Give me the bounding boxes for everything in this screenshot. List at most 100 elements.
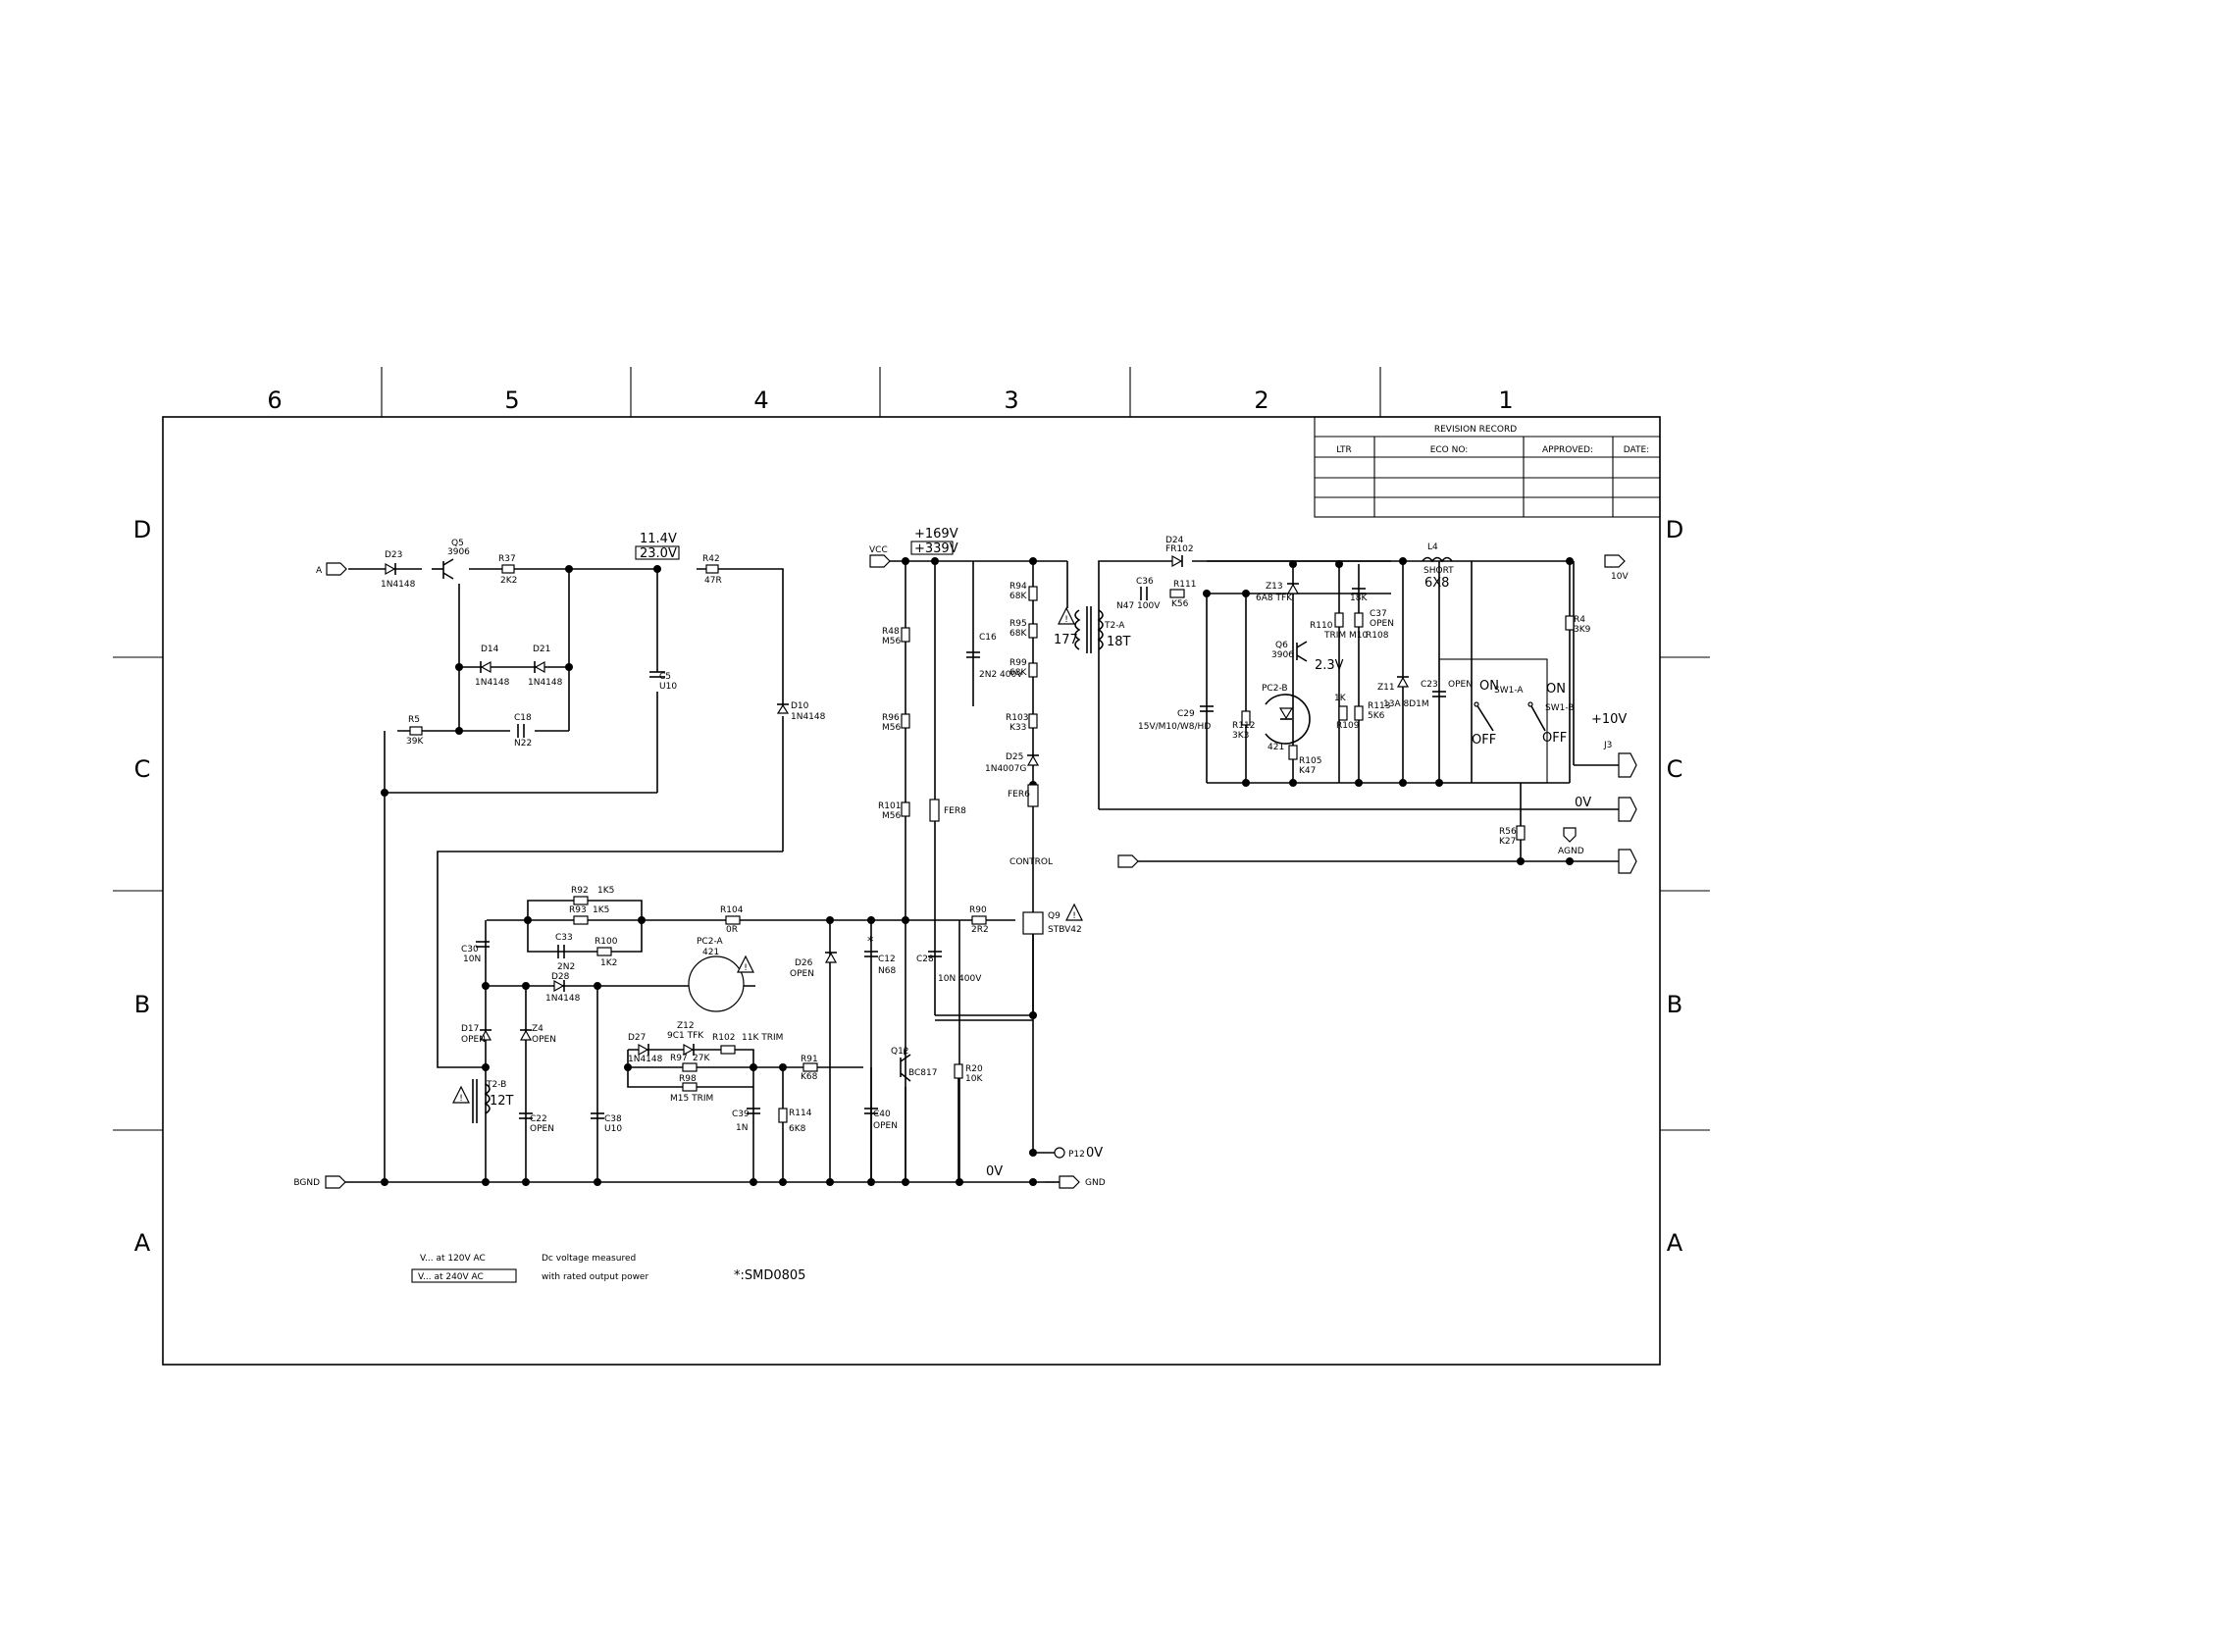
label-r108: R108 xyxy=(1366,631,1389,641)
label-pc2av: 421 xyxy=(702,948,719,957)
d28-body xyxy=(553,979,565,993)
voltage-339: +339V xyxy=(914,542,958,556)
zone-col-6: 6 xyxy=(267,387,282,414)
r94-body xyxy=(1028,586,1038,601)
revision-header-date: DATE: xyxy=(1624,445,1649,455)
label-c16: C16 xyxy=(979,633,997,643)
warning-icon xyxy=(737,955,754,973)
label-r101: R101 xyxy=(878,801,901,811)
label-r20v: 10K xyxy=(965,1074,983,1084)
label-r92v: 1K5 xyxy=(597,886,614,896)
r91-body xyxy=(802,1062,818,1072)
d14-body xyxy=(480,660,492,674)
r110-body xyxy=(1334,612,1344,628)
r100-body xyxy=(596,947,612,956)
label-on: ON xyxy=(1546,682,1566,697)
d10-body xyxy=(776,703,790,714)
r97-body xyxy=(682,1062,698,1072)
revision-title: REVISION RECORD xyxy=(1434,425,1517,435)
label-r110v: TRIM M10 xyxy=(1323,631,1369,641)
r108-body xyxy=(1354,612,1364,628)
label-z12: Z12 xyxy=(677,1021,695,1031)
c33-body xyxy=(557,945,565,958)
label-c33: C33 xyxy=(555,933,573,943)
label-r111v: K56 xyxy=(1171,599,1189,609)
label-r104v: 0R xyxy=(726,925,738,935)
port-a: A xyxy=(316,566,323,576)
zone-row-ticks xyxy=(113,656,1710,1131)
port-p12-symbol xyxy=(1054,1147,1065,1159)
label-d17: D17 xyxy=(461,1024,479,1034)
label-r90: R90 xyxy=(969,905,987,915)
port-j3: J3 xyxy=(1603,741,1612,750)
port-agnd: AGND xyxy=(1558,847,1584,856)
label-r102: R102 xyxy=(712,1033,735,1043)
label-l4s: 6X8 xyxy=(1424,576,1449,591)
label-c36v: N47 100V xyxy=(1116,601,1161,611)
label-c40v: OPEN xyxy=(873,1121,898,1131)
voltage-169: +169V xyxy=(914,527,958,542)
label-r96: R96 xyxy=(882,713,900,723)
port-j3-pin1 xyxy=(1618,752,1637,778)
voltage-11-4: 11.4V xyxy=(640,532,677,546)
capacitors xyxy=(476,587,1446,1119)
label-c40: C40 xyxy=(873,1110,891,1119)
label-off: OFF xyxy=(1542,731,1567,746)
c40-body xyxy=(864,1108,878,1114)
label-z13v: 6A8 TFK xyxy=(1256,594,1293,603)
label-sw1b: SW1-B xyxy=(1545,703,1574,713)
z13-body xyxy=(1286,583,1300,594)
sw1b-blade xyxy=(1529,703,1546,732)
revision-header-approved: APPROVED: xyxy=(1542,445,1593,455)
c29-body xyxy=(1200,705,1214,712)
note-box-240v xyxy=(411,1268,517,1283)
z12-body xyxy=(683,1043,695,1057)
label-r94v: 68K xyxy=(1009,592,1027,601)
label-r37v: 2K2 xyxy=(500,576,517,586)
revision-table: REVISION RECORD LTR ECO NO: APPROVED: DA… xyxy=(1314,416,1661,518)
r48-body xyxy=(901,627,910,643)
label-r103v: K33 xyxy=(1009,723,1026,733)
port-p12: P12 xyxy=(1068,1150,1085,1160)
r111-body xyxy=(1169,589,1185,598)
label-c23v: OPEN xyxy=(1448,680,1473,690)
label-c30: C30 xyxy=(461,945,479,955)
label-r109: R109 xyxy=(1336,721,1360,731)
label-d23v: 1N4148 xyxy=(381,580,416,590)
zone-row-a-left: A xyxy=(134,1229,151,1257)
z11-body xyxy=(1396,676,1410,688)
label-r100v: 1K2 xyxy=(600,958,617,968)
t2b-body xyxy=(484,1083,491,1114)
label-q9: Q9 xyxy=(1048,911,1061,921)
label-r100: R100 xyxy=(595,937,618,947)
r95-body xyxy=(1028,623,1038,639)
warning-icon xyxy=(1065,903,1083,921)
label-c36: C36 xyxy=(1136,577,1154,587)
t2a-secondary xyxy=(1097,609,1104,650)
label-z11v: 13A 8D1M xyxy=(1383,699,1429,709)
label-c18v: N22 xyxy=(514,739,532,749)
revision-header-eco: ECO NO: xyxy=(1430,445,1469,455)
zone-col-2: 2 xyxy=(1254,387,1268,414)
label-sw1a: SW1-A xyxy=(1494,686,1524,696)
label-d10v: 1N4148 xyxy=(791,712,826,722)
sw1a-blade xyxy=(1475,703,1494,732)
label-pc2bv: 421 xyxy=(1268,743,1284,752)
port-control: CONTROL xyxy=(1009,857,1053,867)
label-c5: C5 xyxy=(659,672,671,682)
label-r97v: 27K xyxy=(693,1054,710,1063)
label-r113v: 5K6 xyxy=(1368,711,1385,721)
c30-body xyxy=(476,941,490,948)
label-c22v: OPEN xyxy=(530,1124,554,1134)
warning-symbols: ! ! ! ! xyxy=(452,606,1083,1104)
label-q5: Q5 xyxy=(451,539,464,548)
l4-body xyxy=(1422,556,1453,563)
label-star: * xyxy=(867,935,874,950)
label-d27: D27 xyxy=(628,1033,646,1043)
label-c33v: 2N2 xyxy=(557,962,575,972)
r37-body xyxy=(501,564,515,574)
label-r97: R97 xyxy=(670,1054,688,1063)
label-c5v: U10 xyxy=(659,682,677,692)
voltage-labels: 11.4V 23.0V +169V +339V 2.3V +10V 0V 0V … xyxy=(640,527,1627,1179)
